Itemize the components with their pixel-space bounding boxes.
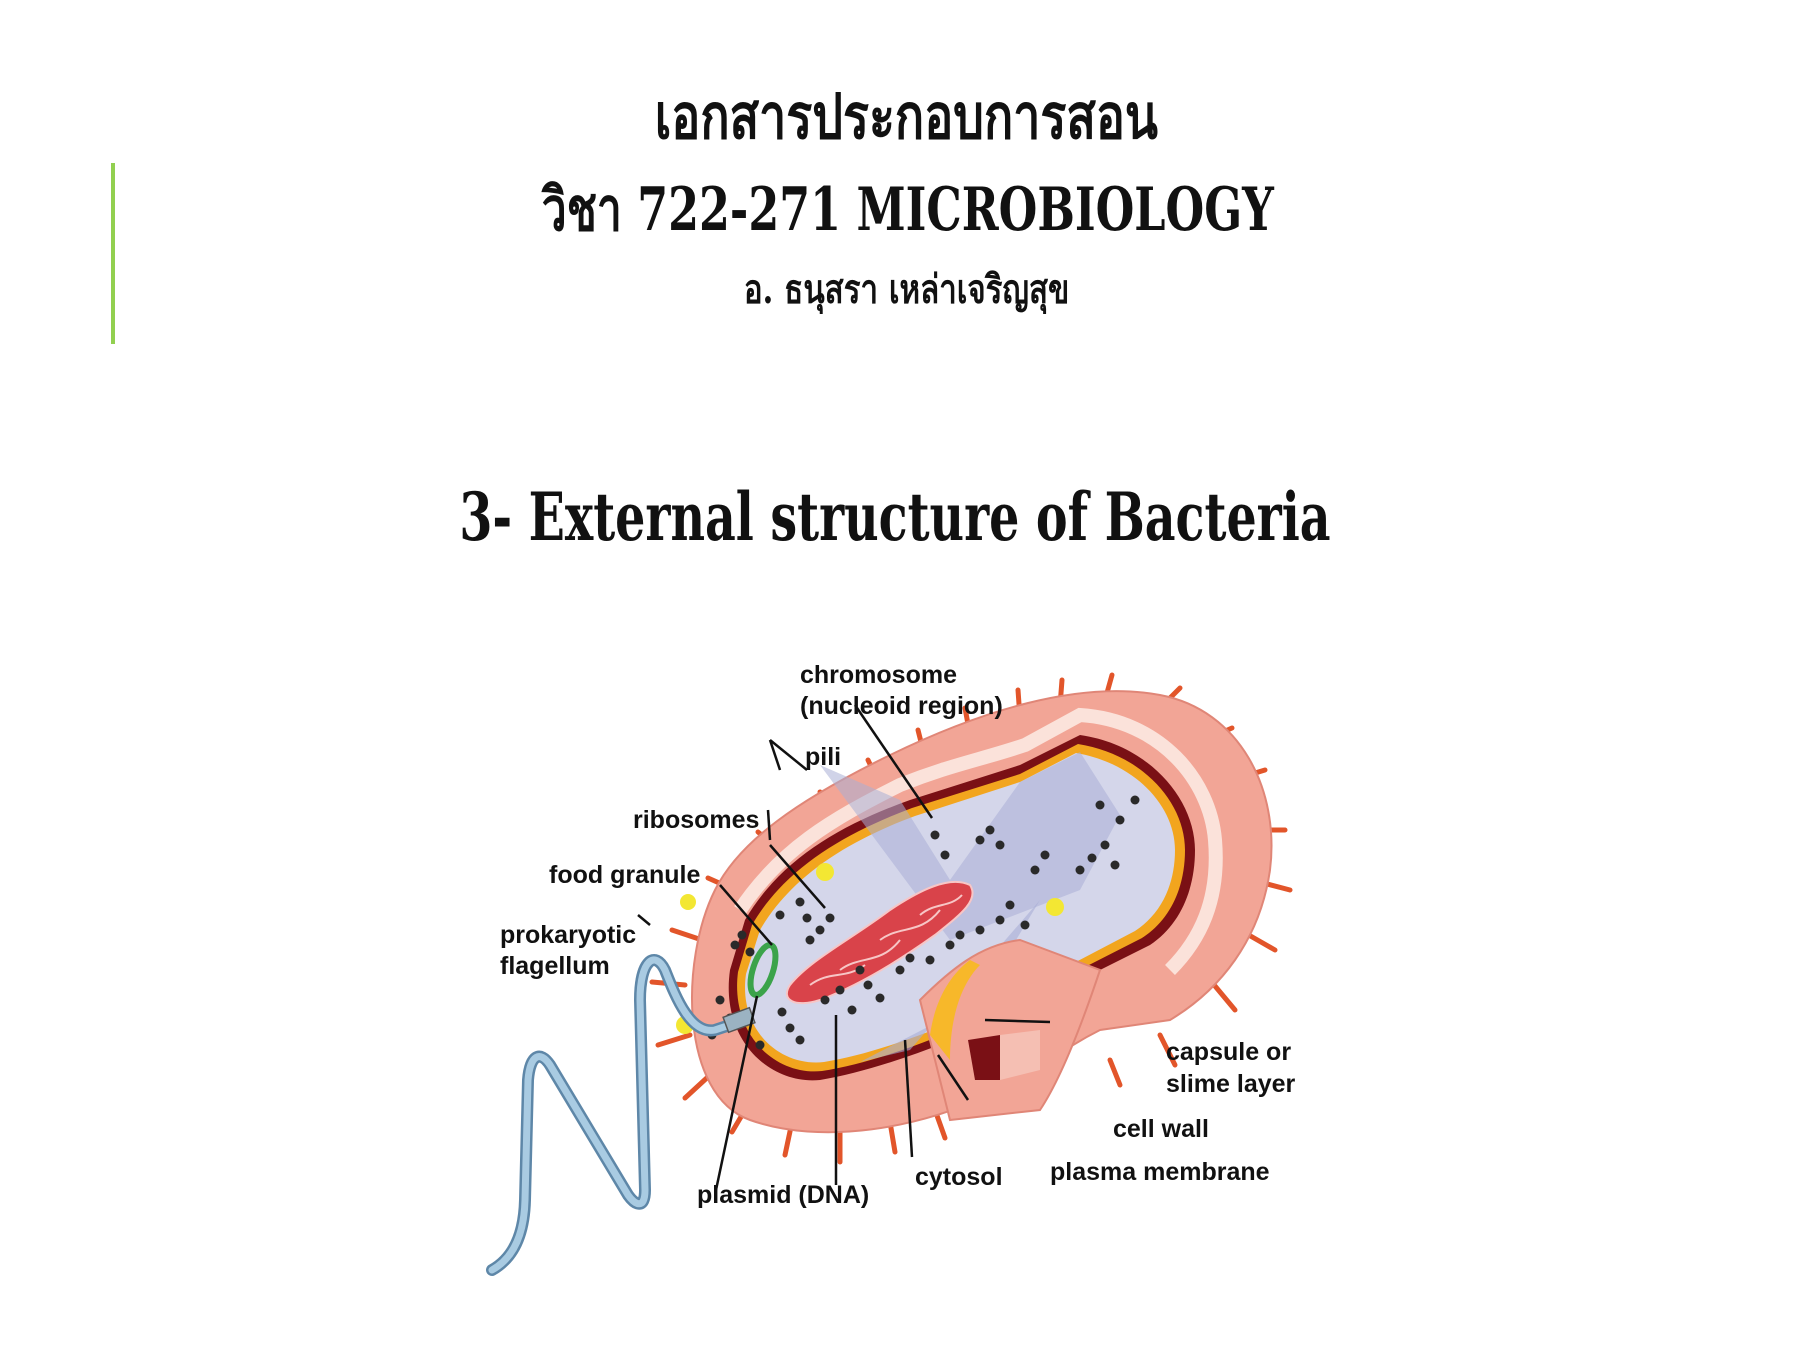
label-cell-wall: cell wall bbox=[1113, 1115, 1209, 1143]
food-granule bbox=[680, 894, 696, 910]
chromosome bbox=[785, 880, 974, 1005]
label-nucleoid-region: (nucleoid region) bbox=[800, 692, 1003, 720]
document-title: เอกสารประกอบการสอน bbox=[654, 80, 1158, 153]
label-cytosol: cytosol bbox=[915, 1163, 1003, 1191]
label-pili: pili bbox=[805, 743, 841, 771]
label-food-granule: food granule bbox=[549, 861, 700, 889]
label-ribosomes: ribosomes bbox=[633, 806, 759, 834]
accent-bar bbox=[111, 163, 115, 344]
bacterial-cell-illustration: chromosome (nucleoid region) pili riboso… bbox=[486, 661, 1296, 1276]
label-chromosome: chromosome bbox=[800, 661, 957, 689]
label-prokaryotic: prokaryotic bbox=[500, 921, 636, 949]
ribosomes bbox=[707, 795, 1140, 1050]
label-flagellum: flagellum bbox=[500, 952, 610, 980]
label-plasma-membrane: plasma membrane bbox=[1050, 1158, 1270, 1186]
course-title: วิชา 722-271 MICROBIOLOGY bbox=[541, 175, 1274, 245]
instructor-name: อ. ธนุสรา เหล่าเจริญสุข bbox=[743, 266, 1070, 313]
section-heading: 3- External structure of Bacteria bbox=[459, 478, 1331, 556]
label-plasmid: plasmid (DNA) bbox=[697, 1181, 869, 1209]
leader-lines bbox=[637, 704, 1051, 1191]
label-capsule: capsule or bbox=[1166, 1038, 1291, 1066]
label-slime-layer: slime layer bbox=[1166, 1070, 1296, 1098]
bacteria-diagram: chromosome (nucleoid region) pili riboso… bbox=[480, 640, 1380, 1290]
